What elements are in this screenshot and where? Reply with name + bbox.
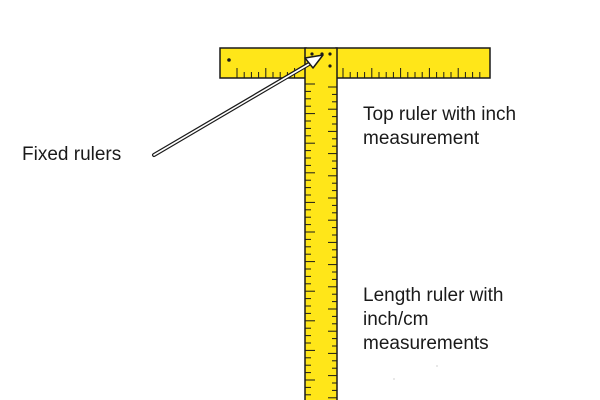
length-ruler-label: Length ruler with inch/cm measurements	[363, 284, 503, 356]
length-ruler-line-2: inch/cm	[363, 309, 429, 330]
top-ruler-line-2: measurement	[363, 128, 480, 149]
length-ruler-line-1: Length ruler with	[363, 285, 504, 306]
rivet-blade-1	[310, 52, 314, 56]
speck	[393, 378, 395, 380]
rivet-left	[227, 58, 231, 62]
speck	[436, 365, 438, 367]
fixed-rulers-label: Fixed rulers	[22, 143, 121, 167]
top-ruler-ticks	[236, 68, 481, 78]
top-ruler-label: Top ruler with inch measurement	[363, 103, 516, 151]
length-ruler-line-3: measurements	[363, 333, 489, 354]
top-ruler-left	[219, 47, 307, 79]
fixed-rulers-text: Fixed rulers	[22, 144, 122, 165]
length-ruler-ticks	[305, 83, 337, 399]
top-ruler-line-1: Top ruler with inch	[363, 104, 517, 125]
top-ruler-right	[335, 47, 491, 79]
pointer-arrow	[152, 54, 324, 157]
rivet-blade-3	[328, 52, 332, 56]
arrow-head	[304, 54, 324, 69]
rivet-blade-4	[328, 64, 332, 68]
length-ruler	[304, 47, 338, 400]
